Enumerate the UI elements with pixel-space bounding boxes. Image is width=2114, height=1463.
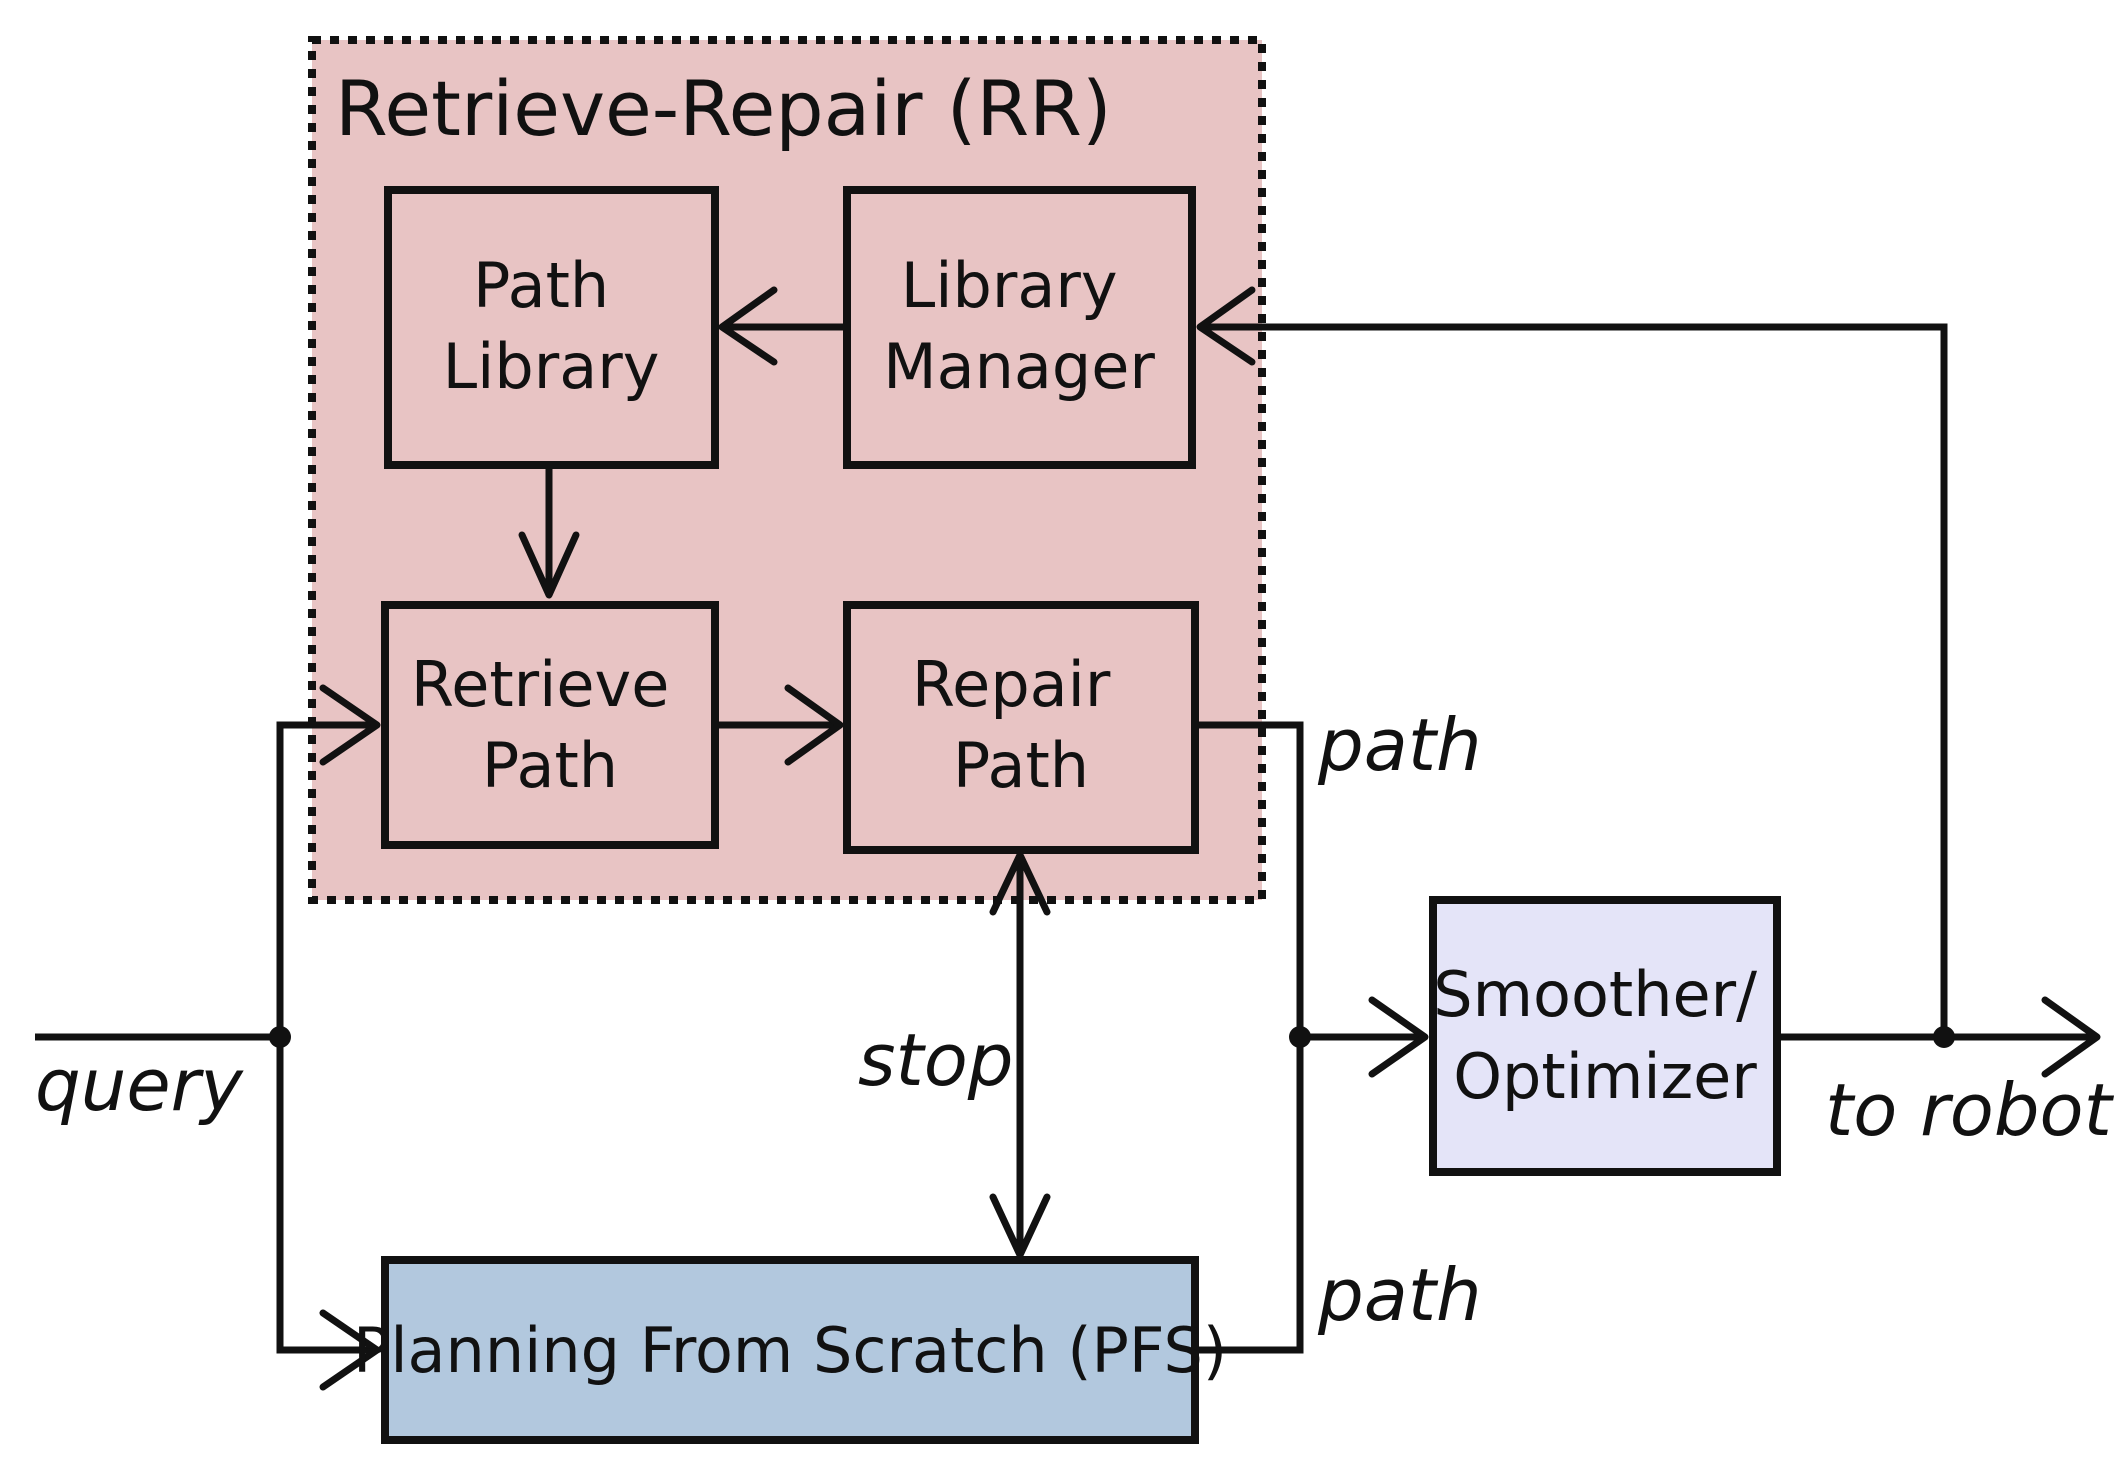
wire-pfs-output	[1195, 1037, 1304, 1354]
wire-repair-output	[1195, 721, 1304, 1037]
path-library-box	[384, 186, 719, 469]
junction-query	[269, 1026, 291, 1048]
arrowhead-query-to-pfs	[319, 1309, 381, 1391]
wires	[35, 323, 2097, 1354]
label-path-rr: path	[1317, 703, 1482, 787]
arrowhead-stop-up	[989, 851, 1051, 916]
arrowhead-to-retrieve-path	[518, 531, 580, 599]
label-query: query	[35, 1043, 244, 1127]
arrowhead-query-to-retrieve	[319, 684, 381, 766]
wire-query-to-retrieve	[276, 721, 377, 1037]
node-retrieve-path: Retrieve Path	[381, 601, 719, 849]
pfs-label: Planning From Scratch (PFS)	[353, 1314, 1227, 1387]
arrowhead-to-smoother	[1368, 996, 1429, 1078]
path-library-label: Path Library	[443, 249, 660, 403]
label-stop: stop	[858, 1018, 1014, 1102]
flow-labels: query stop path path to robot	[35, 703, 2114, 1337]
junction-path-merge	[1289, 1026, 1311, 1048]
arrowhead-to-path-library	[718, 286, 778, 366]
junction-feedback	[1933, 1026, 1955, 1048]
node-smoother-optimizer: Smoother/ Optimizer	[1429, 896, 1781, 1176]
arrowhead-stop-down	[989, 1193, 1051, 1259]
wire-feedback-to-manager	[1200, 323, 1948, 1037]
node-library-manager: Library Manager	[843, 186, 1196, 469]
arrowhead-to-repair-path	[784, 684, 844, 766]
node-repair-path: Repair Path	[843, 601, 1199, 854]
repair-path-box	[843, 601, 1199, 854]
smoother-label: Smoother/ Optimizer	[1433, 958, 1776, 1113]
rr-group-title: Retrieve-Repair (RR)	[335, 64, 1112, 153]
wire-query-to-pfs	[276, 1037, 377, 1354]
smoother-box	[1429, 896, 1781, 1176]
node-pfs: Planning From Scratch (PFS)	[353, 1256, 1227, 1444]
junctions	[269, 1026, 1955, 1048]
arrowhead-to-robot	[2041, 996, 2101, 1078]
retrieve-path-box	[381, 601, 719, 849]
label-path-pfs: path	[1317, 1253, 1482, 1337]
pfs-box	[381, 1256, 1199, 1444]
repair-path-label: Repair Path	[912, 648, 1130, 802]
retrieve-path-label: Retrieve Path	[411, 648, 689, 802]
library-manager-box	[843, 186, 1196, 469]
label-to-robot: to robot	[1825, 1068, 2114, 1152]
library-manager-label: Library Manager	[883, 249, 1155, 403]
arrowheads	[319, 286, 2101, 1391]
node-path-library: Path Library	[384, 186, 719, 469]
arrowhead-to-library-manager	[1196, 286, 1256, 366]
